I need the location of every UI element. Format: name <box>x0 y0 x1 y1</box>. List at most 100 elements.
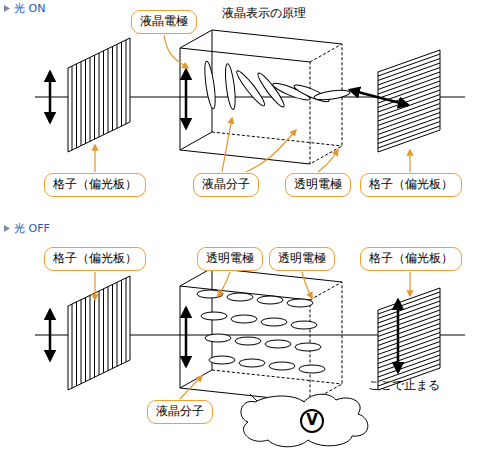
lc-molecule <box>201 312 227 320</box>
leader-line <box>409 150 410 172</box>
electrode-face <box>180 268 212 388</box>
polarizer-grid <box>378 292 440 314</box>
leader-line <box>218 272 230 296</box>
node-text: V <box>306 411 318 431</box>
cell-edge <box>212 132 342 146</box>
callout-box: 格子（偏光板） <box>360 173 462 197</box>
node-text: 格子（偏光板） <box>369 251 453 265</box>
label-text: 液晶表示の原理 <box>222 6 306 20</box>
polarizer-grid <box>81 62 82 146</box>
polarizer-grid <box>72 304 73 388</box>
cell-edge <box>212 30 342 44</box>
polarizer-grid <box>90 57 91 141</box>
polarizer-grid <box>378 310 440 332</box>
node-text: 液晶分子 <box>156 404 204 418</box>
polarizer-grid <box>117 44 118 128</box>
leader-line <box>94 145 95 172</box>
polarizer-grid <box>378 86 440 108</box>
polarizer-grid <box>378 324 440 346</box>
polarizer-grid <box>378 306 440 328</box>
polarizer-grid <box>378 328 440 350</box>
lc-molecule <box>239 359 265 367</box>
polarizer-grid <box>378 342 440 364</box>
lc-molecule <box>205 334 231 342</box>
polarizer-grid <box>378 90 440 112</box>
node-text: 液晶電極 <box>140 14 188 28</box>
polarizer-grid <box>378 99 440 121</box>
polarizer-grid <box>126 278 127 362</box>
polarizer-grid <box>85 60 86 144</box>
label-text: 光 OFF <box>14 222 50 235</box>
voltage-source: V <box>300 409 324 433</box>
lc-molecule <box>257 296 283 304</box>
lc-molecule <box>299 365 325 373</box>
diagram-title: 液晶表示の原理 <box>222 6 306 20</box>
leader-lines <box>95 35 410 399</box>
leader-line <box>94 272 95 300</box>
polarizer-grid <box>378 315 440 337</box>
polarization-arrow <box>185 70 188 128</box>
polarizer-grid <box>99 291 100 375</box>
callout-box: 透明電極 <box>197 247 263 271</box>
polarizer-grid <box>378 333 440 355</box>
polarizer-grid <box>81 300 82 384</box>
cell-drawing <box>35 30 465 447</box>
polarizer-grid <box>94 293 95 377</box>
callout-box: 液晶分子 <box>193 173 259 197</box>
electrode-face <box>310 282 342 402</box>
lc-molecule <box>295 343 321 351</box>
lc-molecule <box>291 321 317 329</box>
polarizer-grid <box>94 55 95 139</box>
node-text: 格子（偏光板） <box>53 251 137 265</box>
polarizer-grid <box>378 122 440 144</box>
node-text: 透明電極 <box>294 177 342 191</box>
polarizer-grid <box>112 46 113 130</box>
polarizer-grid <box>378 337 440 359</box>
electrode-face <box>310 44 342 164</box>
polarizer-grid <box>378 113 440 135</box>
cell-edge <box>212 370 342 384</box>
node-text: 格子（偏光板） <box>53 177 137 191</box>
lc-molecule <box>314 89 351 102</box>
lc-molecule <box>203 61 218 110</box>
node-text: 透明電極 <box>278 251 326 265</box>
polarization-arrow <box>185 308 188 366</box>
label-text: 光 ON <box>14 2 45 15</box>
polarizer-grid <box>121 280 122 364</box>
polarizer-grid <box>108 49 109 133</box>
polarizer-plate <box>68 38 130 152</box>
polarizer-grid <box>108 287 109 371</box>
leader-line <box>318 150 338 172</box>
callout-box: 格子（偏光板） <box>44 247 146 271</box>
polarizer-grid <box>117 282 118 366</box>
lc-molecule <box>287 299 313 307</box>
leader-line <box>246 130 296 172</box>
polarization-arrow <box>49 72 52 122</box>
lc-molecule <box>227 293 253 301</box>
callout-box: 格子（偏光板） <box>44 173 146 197</box>
note-label: ここで止まる <box>368 378 440 392</box>
polarization-arrow <box>397 300 400 372</box>
polarizer-grid <box>76 302 77 386</box>
cell-edge <box>180 286 310 300</box>
lc-molecule <box>269 362 295 370</box>
polarizer-plate <box>378 288 440 390</box>
polarizer-grid <box>378 63 440 85</box>
polarizer-plate <box>68 276 130 390</box>
polarizer-grid <box>378 346 440 368</box>
wire-loop <box>241 394 368 447</box>
polarizer-grid <box>378 54 440 76</box>
polarizer-grid <box>378 319 440 341</box>
polarizer-grid <box>126 40 127 124</box>
node-text: 格子（偏光板） <box>369 177 453 191</box>
polarizer-grid <box>72 66 73 150</box>
polarizer-grid <box>378 355 440 377</box>
polarizer-grid <box>112 284 113 368</box>
leader-line <box>222 118 232 172</box>
polarizer-grid <box>103 289 104 373</box>
bullet-triangle <box>4 5 10 12</box>
callout-box: 液晶電極 <box>131 10 197 34</box>
polarization-arrow <box>350 90 408 105</box>
polarizer-grid <box>378 72 440 94</box>
polarizer-grid <box>378 297 440 319</box>
